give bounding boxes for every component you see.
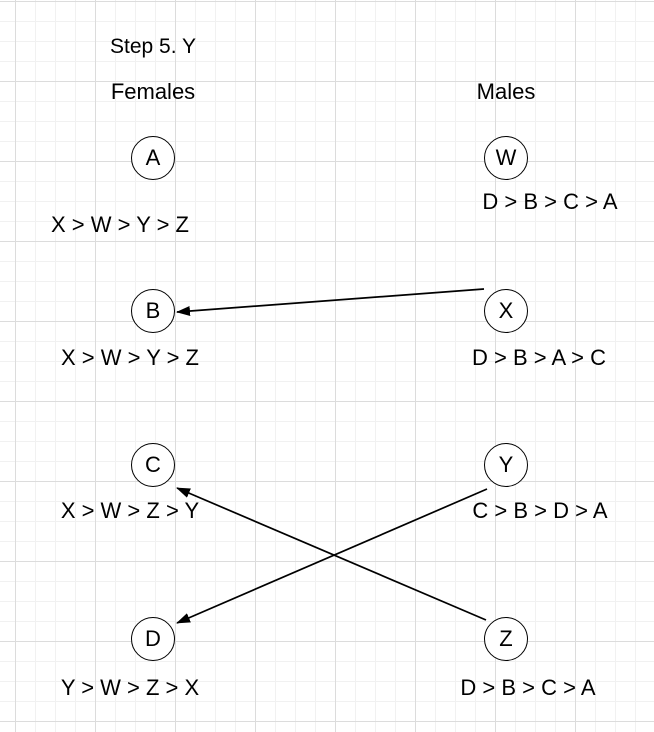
- male-node-x: X: [484, 289, 528, 333]
- female-d-preferences: Y > W > Z > X: [60, 675, 200, 700]
- male-z-preferences: D > B > C > A: [460, 675, 596, 700]
- proposal-arrow-z-to-c: [176, 487, 487, 621]
- male-node-z: Z: [484, 617, 528, 661]
- females-column-header: Females: [110, 79, 196, 104]
- proposal-arrow-x-to-b: [176, 288, 485, 317]
- male-node-y: Y: [484, 443, 528, 487]
- female-b-preferences: X > W > Y > Z: [61, 345, 199, 370]
- male-node-w: W: [484, 136, 528, 180]
- male-w-preferences: D > B > C > A: [482, 189, 618, 214]
- female-node-d: D: [131, 617, 175, 661]
- female-a-preferences: X > W > Y > Z: [51, 212, 189, 237]
- female-node-b: B: [131, 289, 175, 333]
- diagram-title: Step 5. Y: [109, 35, 197, 58]
- female-node-a: A: [131, 136, 175, 180]
- males-column-header: Males: [476, 79, 536, 104]
- female-c-preferences: X > W > Z > Y: [60, 498, 200, 523]
- female-node-c: C: [131, 443, 175, 487]
- male-x-preferences: D > B > A > C: [472, 345, 606, 370]
- proposal-arrow-y-to-d: [176, 488, 488, 624]
- male-y-preferences: C > B > D > A: [472, 498, 608, 523]
